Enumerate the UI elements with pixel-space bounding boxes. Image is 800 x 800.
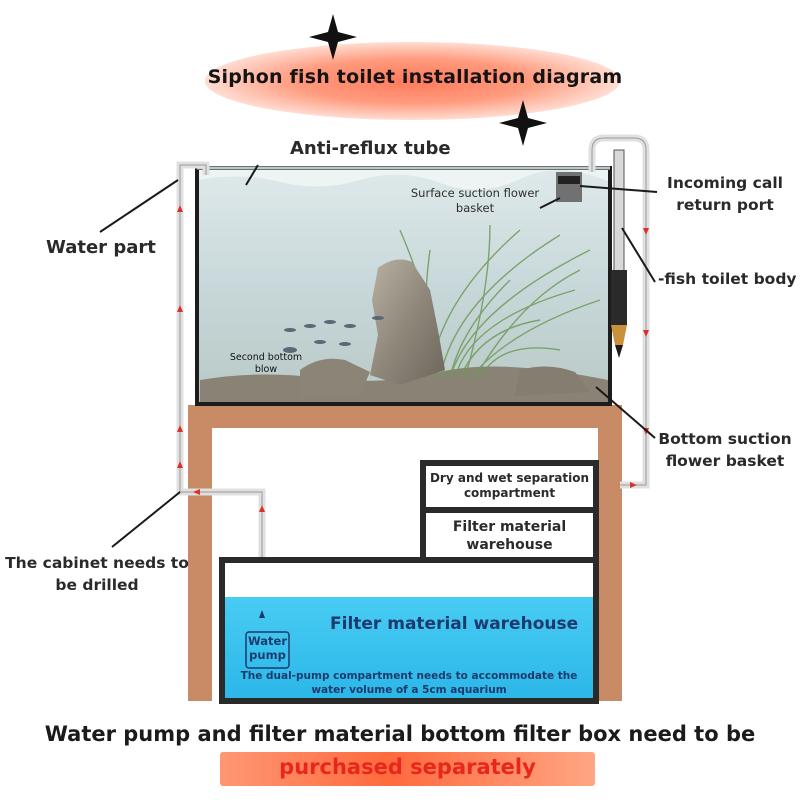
sparkle-star-icon-bottom [499,100,547,146]
footer-line-1: Water pump and filter material bottom fi… [44,722,756,746]
label-fish-toilet-body: -fish toilet body [658,270,797,288]
label-second-bottom-blow: Second bottom blow [229,352,303,375]
filter-warehouse-upper-box [420,507,599,563]
title-glow [205,42,620,120]
label-water-pump: Water pump [247,634,287,663]
left-pipe-flow-arrows [177,205,265,512]
label-dual-pump-note: The dual-pump compartment needs to accom… [240,670,578,696]
aquarium-tank [195,166,612,406]
surface-suction-basket [556,172,582,202]
label-surface-suction-basket: Surface suction flower basket [410,186,540,215]
label-incoming-return-port: Incoming call return port [667,174,783,215]
left-return-pipe [176,161,266,636]
water-pump [245,610,290,669]
right-siphon-pipe [588,134,650,489]
footer-line-2: purchased separately [279,755,536,779]
sparkle-star-icon-top [309,14,357,60]
label-water-part: Water part [46,237,156,258]
label-dry-wet-compartment: Dry and wet separation compartment [429,471,590,500]
fish-toilet-body [611,149,627,358]
label-filter-warehouse-upper: Filter material warehouse [452,519,567,554]
footer-highlight [220,752,595,786]
label-cabinet-drilled: The cabinet needs to be drilled [5,554,189,595]
label-filter-warehouse-main: Filter material warehouse [330,614,579,634]
label-bottom-suction-basket: Bottom suction flower basket [658,430,792,471]
diagram-title: Siphon fish toilet installation diagram [207,66,623,88]
label-anti-reflux-tube: Anti-reflux tube [290,138,451,159]
leader-lines [99,164,658,548]
sump-box [219,557,599,704]
